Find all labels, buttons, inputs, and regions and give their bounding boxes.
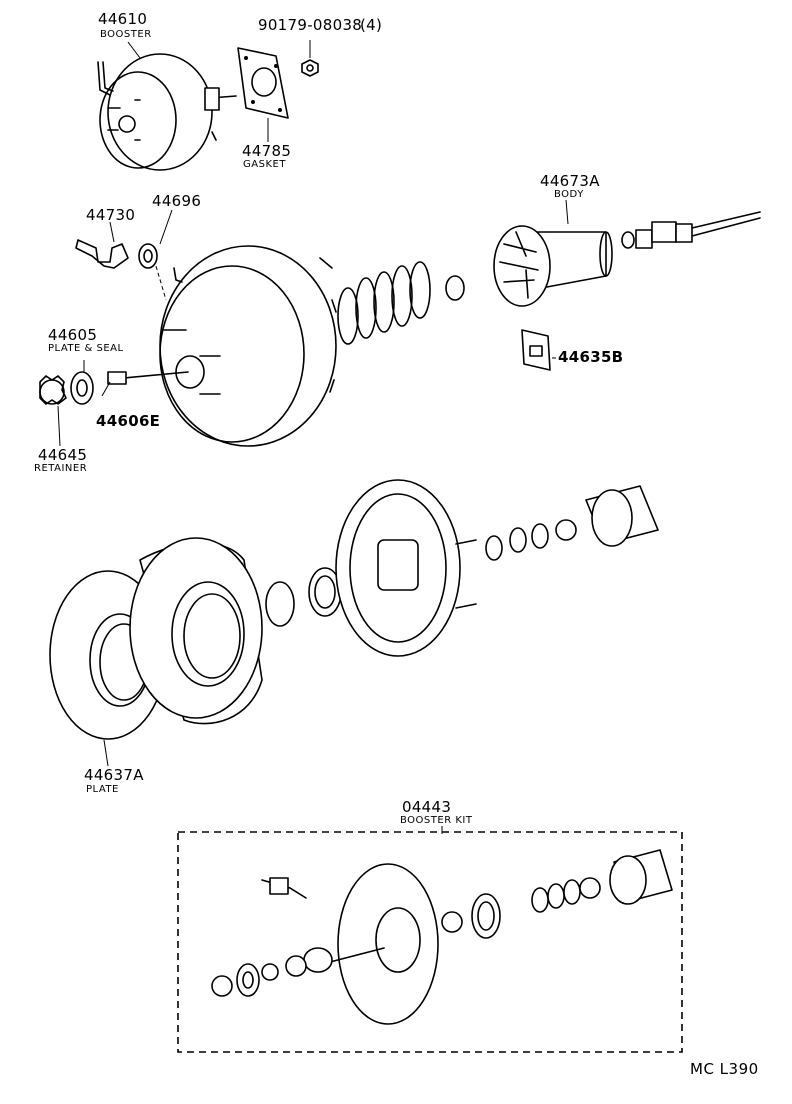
booster-kit-part-number: 04443	[402, 798, 452, 816]
booster-part-number: 44610	[98, 10, 148, 28]
body-part-number: 44673A	[540, 172, 600, 190]
booster-assembly-drawing	[97, 53, 237, 171]
plate-seal-part-name: PLATE & SEAL	[48, 343, 124, 354]
gasket-drawing	[237, 47, 289, 119]
vacuum-fitting-part-number: 44730	[86, 206, 136, 224]
nut-drawing	[301, 40, 319, 77]
booster-shell-drawing	[107, 245, 337, 447]
plate-drawing	[49, 537, 263, 740]
gasket-part-number: 44785	[242, 142, 292, 160]
body-part-name: BODY	[554, 189, 584, 200]
gasket-part-name: GASKET	[243, 159, 286, 170]
nut-quantity: (4)	[360, 16, 383, 34]
push-rod-part-number: 44606E	[96, 412, 161, 430]
vacuum-fitting-drawing	[75, 239, 167, 301]
plate-part-number: 44637A	[84, 766, 144, 784]
grommet-part-number: 44696	[152, 192, 202, 210]
booster-part-name: BOOSTER	[100, 29, 152, 40]
booster-kit-part-name: BOOSTER KIT	[400, 815, 473, 826]
nut-part-number: 90179-08038	[258, 16, 363, 34]
key-drawing	[521, 329, 551, 371]
leader-lines	[57, 41, 569, 834]
retainer-part-number: 44645	[38, 446, 88, 464]
figure-reference: MC L390	[690, 1060, 759, 1078]
rear-shell-drawing	[265, 479, 659, 657]
retainer-part-name: RETAINER	[34, 463, 88, 474]
plate-seal-drawing	[39, 371, 94, 405]
body-drawing	[493, 225, 613, 307]
key-part-number: 44635B	[558, 348, 624, 366]
spring-drawing	[337, 261, 465, 345]
booster-kit-drawing	[177, 831, 683, 1053]
plate-seal-part-number: 44605	[48, 326, 98, 344]
push-rod-drawing	[621, 211, 761, 249]
plate-part-name: PLATE	[86, 784, 119, 795]
